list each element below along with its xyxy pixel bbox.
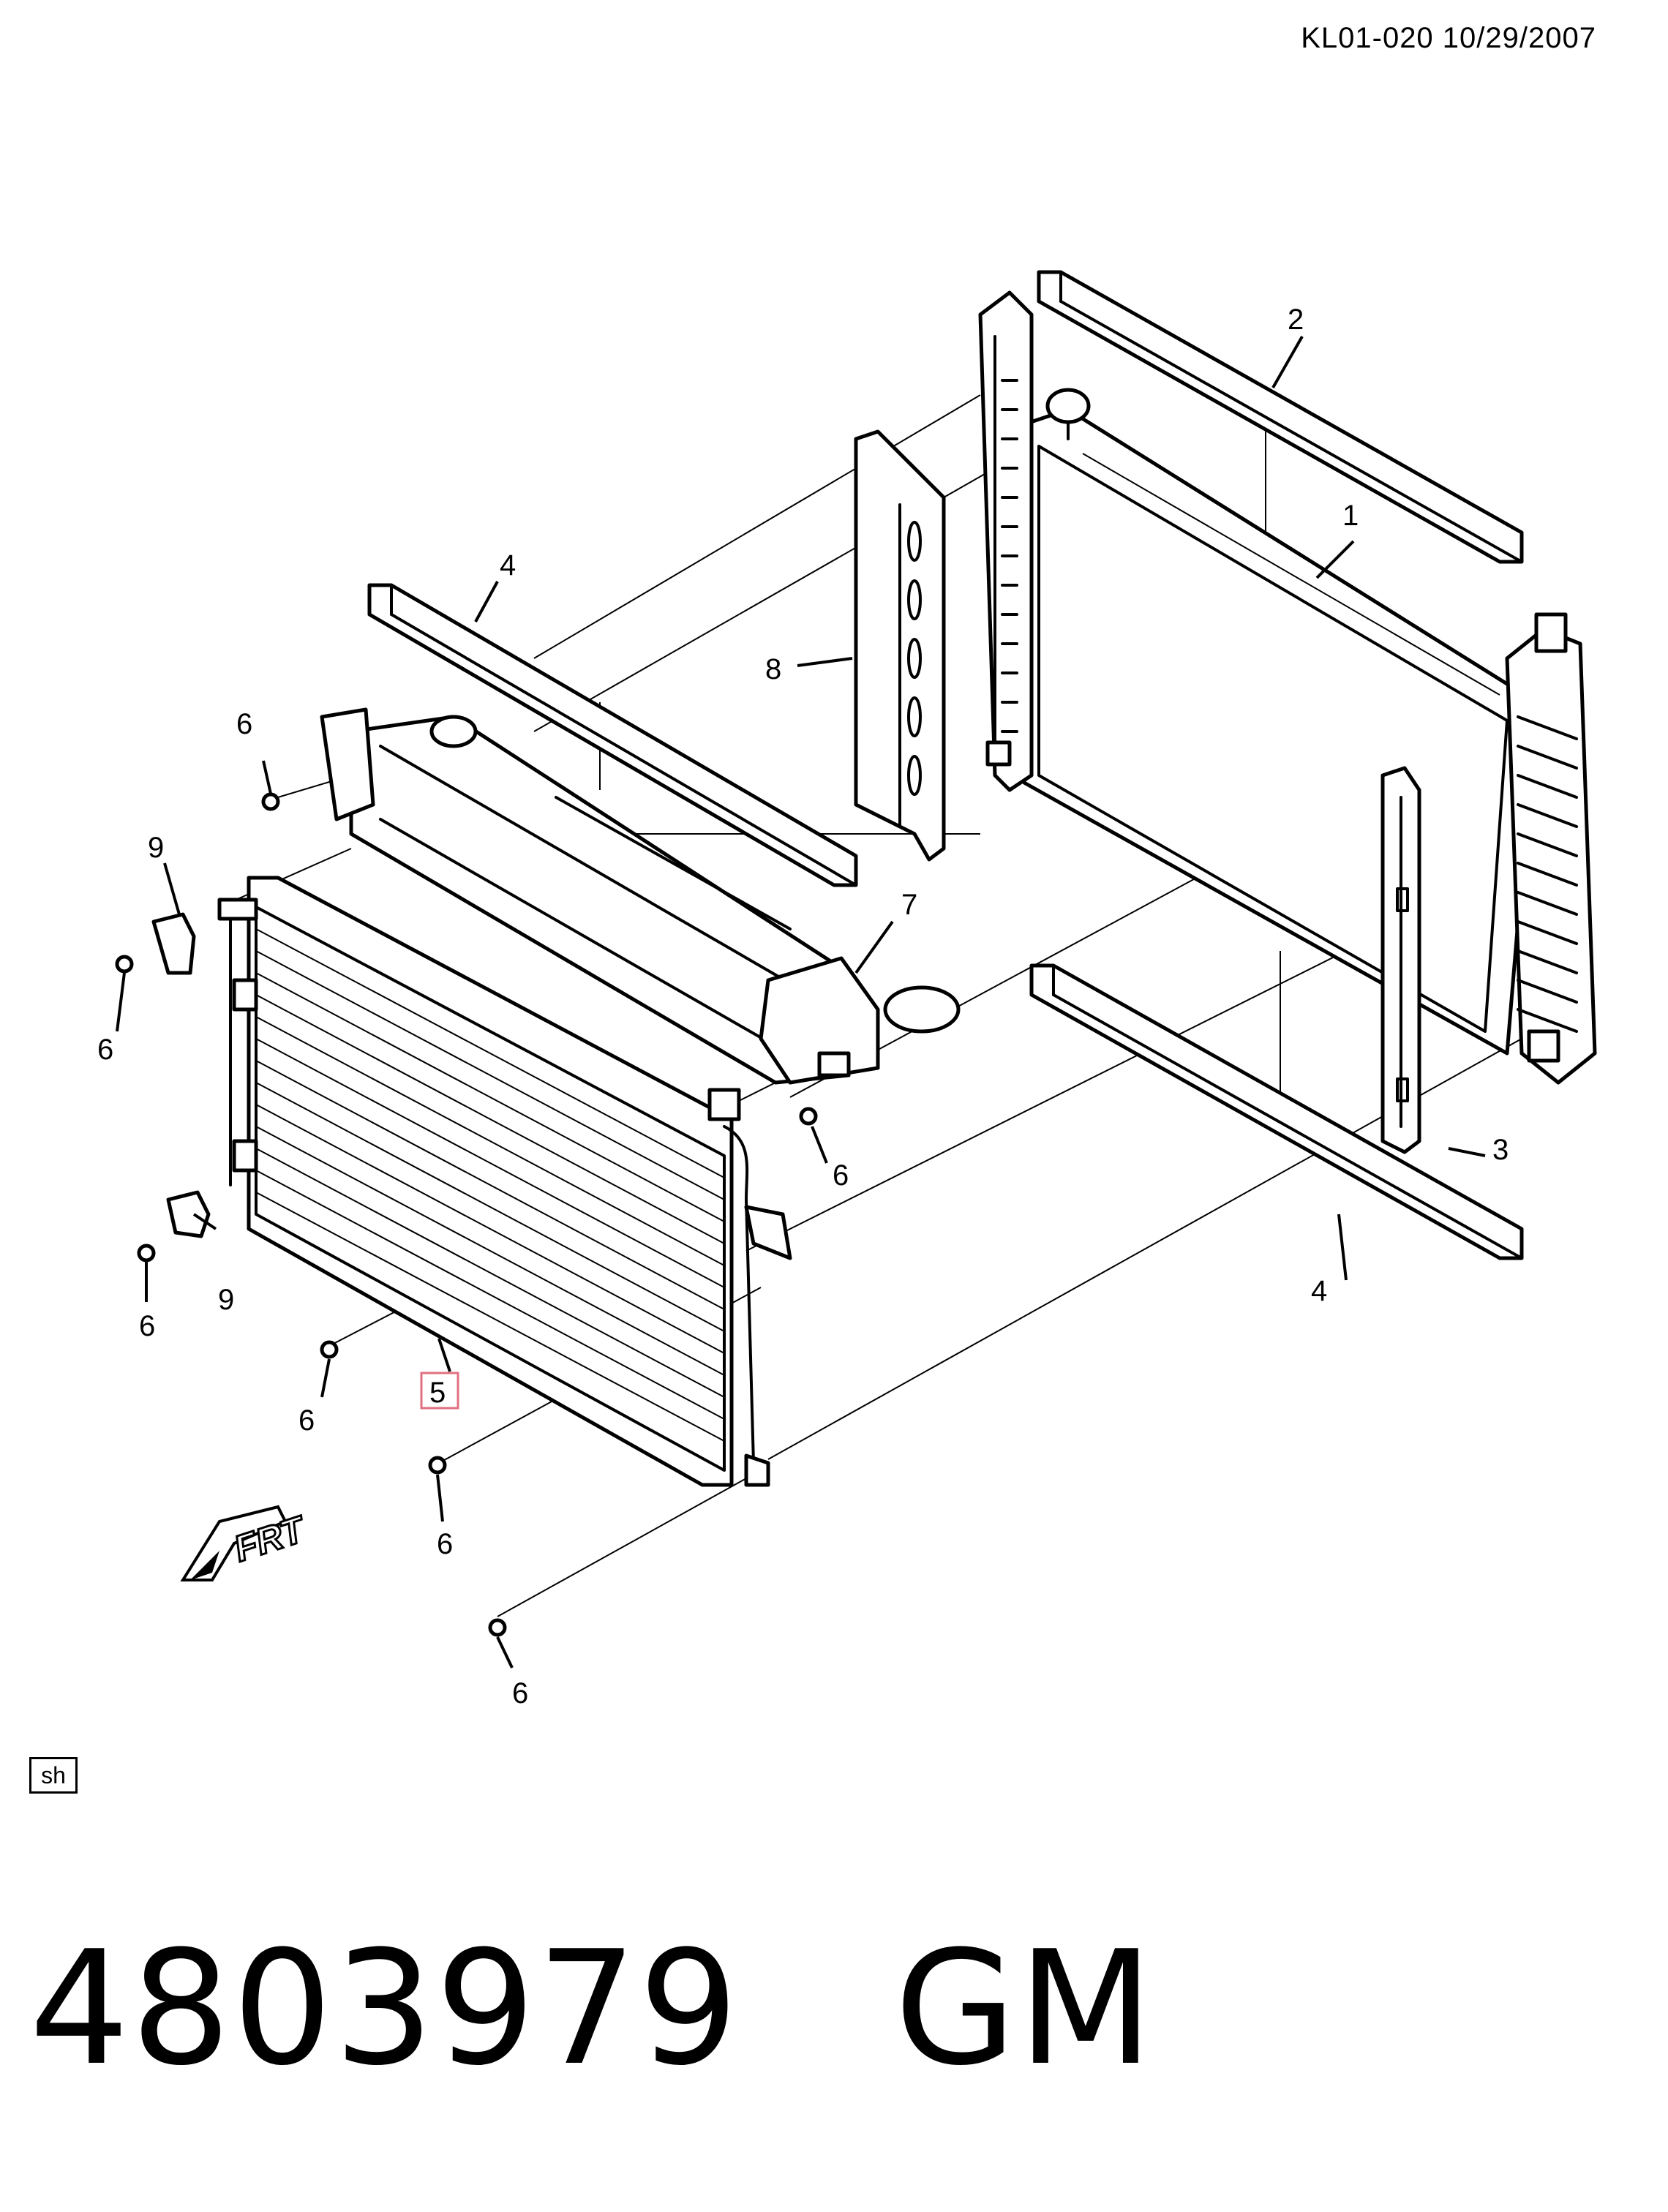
callout-6-d: 6 (139, 1310, 155, 1342)
callout-6-a: 6 (236, 708, 252, 740)
sheet-tag: sh (29, 1757, 78, 1794)
part-4-lower-front-seal (1029, 963, 1524, 1260)
part-9-upper-clip (151, 912, 196, 975)
part-number-title: 4803979 GM (29, 1916, 1155, 2100)
callout-labels: 1 2 3 4 4 7 8 9 9 6 6 6 6 6 6 6 5 (97, 304, 1509, 1709)
leader-lines (116, 336, 1486, 1669)
callout-6-g: 6 (512, 1677, 528, 1709)
part-8-left-baffle (854, 429, 946, 862)
callout-9-upper: 9 (148, 832, 164, 864)
part-2-upper-rear-seal (1037, 270, 1524, 564)
callout-2: 2 (1288, 304, 1304, 336)
callout-6-b: 6 (97, 1034, 113, 1066)
callout-7: 7 (901, 889, 917, 921)
part-6-bolts (115, 792, 818, 1637)
document-reference: KL01-020 10/29/2007 (1301, 22, 1596, 54)
callout-6-f: 6 (437, 1528, 453, 1560)
part-7-charge-air-cooler (320, 707, 961, 1085)
callout-6-e: 6 (298, 1404, 315, 1437)
part-4-upper-front-seal (367, 583, 858, 887)
callout-4-upper: 4 (500, 549, 516, 582)
callout-8: 8 (765, 653, 781, 685)
callout-3: 3 (1492, 1134, 1509, 1166)
callout-5: 5 (429, 1377, 446, 1409)
front-direction-arrow: FRT (180, 1505, 313, 1581)
part-9-lower-clip (166, 1190, 211, 1238)
callout-5-highlight-box (420, 1372, 459, 1410)
callout-6-c: 6 (833, 1159, 849, 1192)
part-5-condenser (217, 876, 792, 1487)
callout-1: 1 (1342, 500, 1359, 532)
callout-9-lower: 9 (218, 1284, 234, 1316)
callout-4-lower: 4 (1311, 1275, 1327, 1307)
part-3-right-baffle (1380, 766, 1421, 1154)
